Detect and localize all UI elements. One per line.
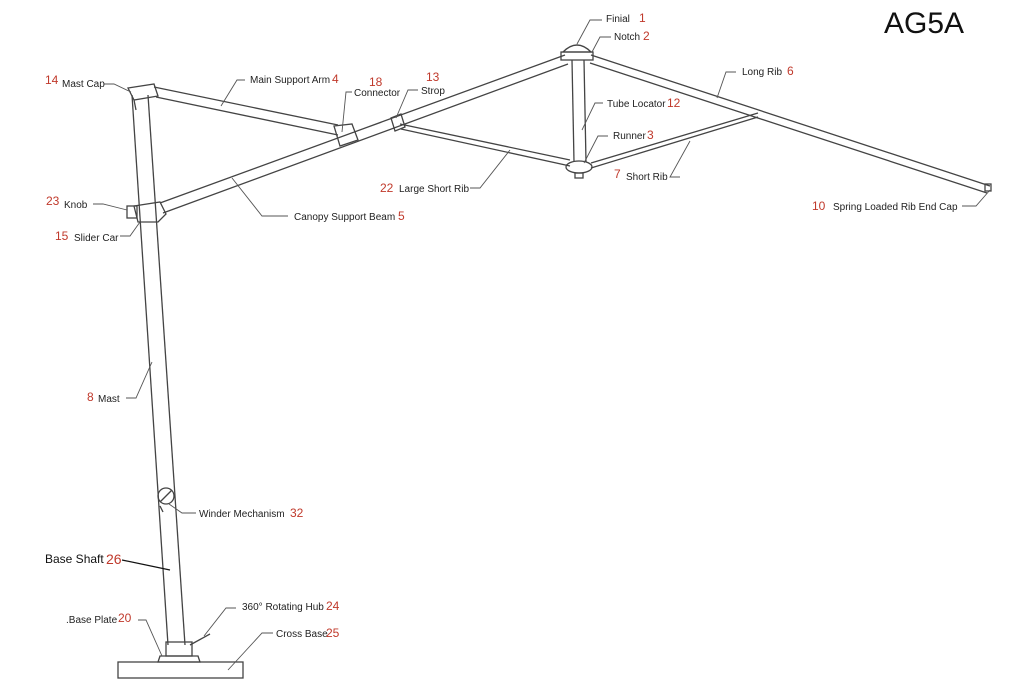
label-long-rib: Long Rib 6 (742, 64, 794, 78)
label-short-rib: 7 Short Rib (614, 167, 668, 183)
label-number: 32 (290, 506, 304, 520)
canopy-support-beam-shape (159, 54, 569, 214)
strop-shape (390, 113, 406, 132)
label-number: 26 (106, 551, 122, 567)
label-name: Slider Car (74, 233, 119, 244)
label-name: Connector (354, 88, 401, 99)
label-number: 3 (647, 128, 654, 142)
label-name: Main Support Arm (250, 75, 330, 86)
label-number: 2 (643, 29, 650, 43)
label-name: Base Shaft (45, 552, 104, 566)
label-number: 4 (332, 72, 339, 86)
short-rib-shape (590, 112, 759, 169)
label-number: 14 (45, 73, 59, 87)
label-number: 8 (87, 390, 94, 404)
label-name: Strop (421, 86, 445, 97)
label-canopy-support-beam: Canopy Support Beam 5 (294, 209, 405, 223)
winder-mechanism-shape (157, 487, 175, 513)
label-spring-end-cap: 10 Spring Loaded Rib End Cap (812, 199, 958, 213)
mast-shape (131, 94, 186, 646)
connector-shape (333, 123, 359, 147)
label-number: 6 (787, 64, 794, 78)
label-number: 25 (326, 626, 340, 640)
label-name: Finial (606, 14, 630, 25)
label-runner: Runner 3 (613, 128, 654, 142)
label-mast-cap: 14 Mast Cap (45, 73, 105, 90)
runner-shape (565, 160, 593, 179)
label-name: Long Rib (742, 67, 782, 78)
label-large-short-rib: 22 Large Short Rib (380, 181, 469, 195)
label-name: Runner (613, 131, 646, 142)
label-name: Mast (98, 394, 120, 405)
label-notch: Notch 2 (614, 29, 650, 43)
label-name: Winder Mechanism (199, 509, 285, 520)
label-number: 22 (380, 181, 394, 195)
mast-cap-shape (127, 83, 159, 111)
label-number: 15 (55, 229, 69, 243)
label-number: 1 (639, 11, 646, 25)
label-knob: 23 Knob (46, 194, 88, 211)
label-number: 10 (812, 199, 826, 213)
label-cross-base: Cross Base 25 (276, 626, 340, 640)
label-name: .Base Plate (66, 615, 118, 626)
label-number: 20 (118, 611, 132, 625)
label-name: 360° Rotating Hub (242, 602, 324, 613)
label-finial: Finial 1 (606, 11, 646, 25)
label-rotating-hub: 360° Rotating Hub 24 (242, 599, 340, 613)
cross-base-shape (117, 661, 244, 679)
label-connector: 18 Connector (354, 75, 401, 99)
base-plate-shape (157, 655, 201, 663)
label-name: Cross Base (276, 629, 328, 640)
slider-car-shape (133, 201, 167, 223)
label-name: Short Rib (626, 172, 668, 183)
label-number: 5 (398, 209, 405, 223)
label-mast: 8 Mast (87, 390, 120, 405)
label-strop: 13 Strop (421, 70, 445, 97)
label-slider-car: 15 Slider Car (55, 229, 119, 244)
label-winder-mechanism: Winder Mechanism 32 (199, 506, 304, 520)
label-base-plate: .Base Plate 20 (66, 611, 132, 626)
label-number: 24 (326, 599, 340, 613)
label-base-shaft: Base Shaft 26 (45, 551, 122, 567)
label-name: Mast Cap (62, 79, 105, 90)
diagram-title: AG5A (884, 7, 964, 40)
label-number: 23 (46, 194, 60, 208)
label-name: Knob (64, 200, 88, 211)
leader-lines (93, 19, 991, 671)
main-support-arm-shape (153, 86, 339, 136)
label-name: Canopy Support Beam (294, 212, 395, 223)
finial-shape (560, 44, 594, 61)
center-tube-shape (571, 59, 587, 163)
large-short-rib-shape (399, 123, 571, 167)
label-number: 13 (426, 70, 440, 84)
label-name: Spring Loaded Rib End Cap (833, 202, 958, 213)
label-name: Notch (614, 32, 640, 43)
label-main-support-arm: Main Support Arm 4 (250, 72, 339, 86)
rib-end-cap-shape (984, 183, 992, 192)
label-tube-locator: Tube Locator 12 (607, 96, 681, 110)
rotating-hub-shape (165, 633, 211, 657)
label-name: Large Short Rib (399, 184, 469, 195)
label-number: 18 (369, 75, 383, 89)
label-number: 7 (614, 167, 621, 181)
long-rib-shape (589, 54, 991, 194)
knob-shape (126, 205, 138, 219)
label-name: Tube Locator (607, 99, 666, 110)
label-number: 12 (667, 96, 681, 110)
